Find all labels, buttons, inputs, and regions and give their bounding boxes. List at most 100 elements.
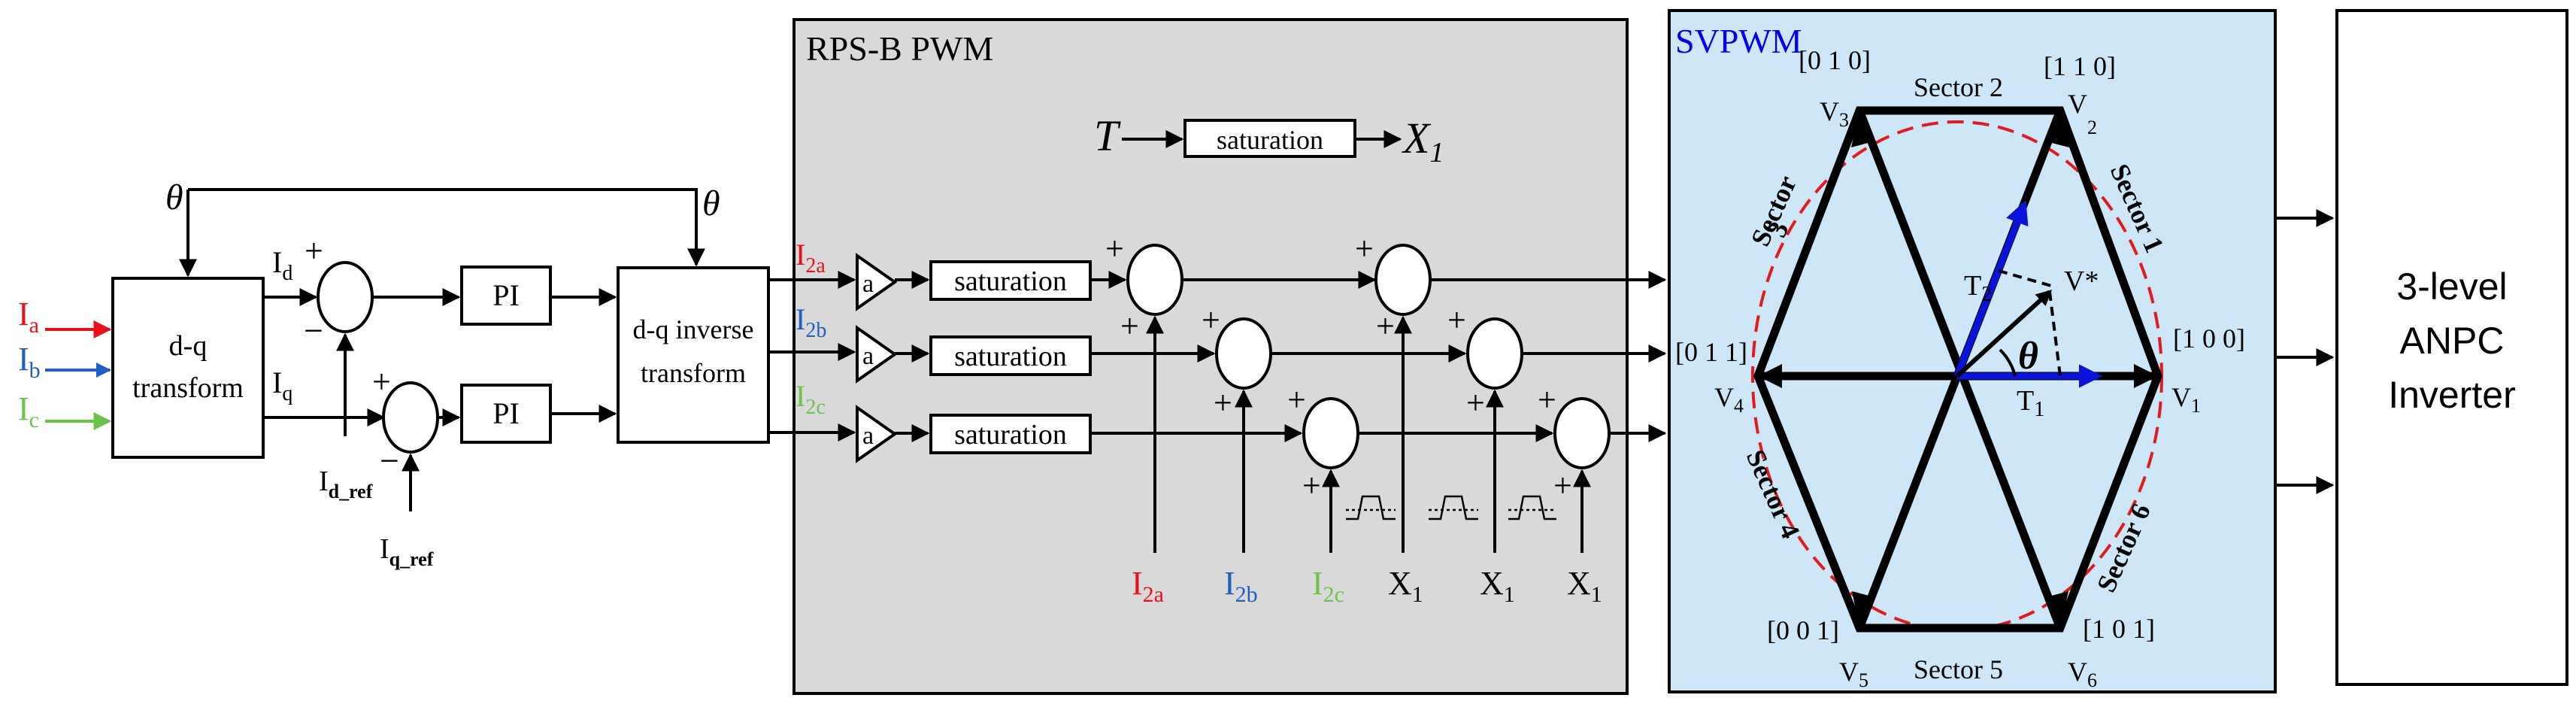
vstar-dash-1 [1998,269,2057,289]
input-ia: Ia [18,296,112,338]
sum-id [317,261,374,333]
svpwm-title: SVPWM [1675,22,1802,60]
vertex-110: [1 1 0] [2044,51,2116,81]
arrowhead-v5 [1852,591,1874,628]
rps-t-label: T [1094,111,1121,160]
sum-b2-plus-top: + [1447,302,1466,338]
theta-arc [1999,348,2017,377]
svg-text:a: a [862,422,874,450]
sum-b2-plus-bot: + [1466,384,1485,421]
arrowhead-v2 [2046,111,2069,147]
saturation-label-1: saturation [954,266,1067,297]
sum-c1-plus-bot: + [1302,467,1321,504]
id-ref-label: Id_ref [319,466,373,502]
theta-line [188,188,705,267]
v3-label: V3 [1820,96,1849,131]
v6-label: V6 [2068,657,2097,691]
svpwm-theta: θ [2018,335,2038,378]
pi-d-label: PI [492,278,520,312]
vertex-010: [0 1 0] [1799,45,1871,75]
sum-iq-minus: − [380,442,399,480]
theta-label-left: θ [165,178,183,217]
input-ib: Ib [18,341,111,383]
sum-iq-plus: + [372,363,391,400]
theta-label-right: θ [702,184,720,223]
sum-a2 [1374,244,1432,316]
i2b-label: I2b [796,302,826,342]
t2-label: T2 [1964,270,1992,306]
dq-transform-block [111,277,265,459]
inverter-label-2: ANPC [2400,320,2505,362]
t1-label: T1 [2017,385,2044,421]
x1-bottom-b: X1 [1480,565,1515,607]
v5-label: V5 [1839,657,1868,691]
saturation-label-3: saturation [954,419,1067,451]
sum-b1 [1215,317,1272,390]
svg-text:Ib: Ib [18,341,41,383]
sum-b2 [1466,317,1523,390]
t2-vector [1953,200,2029,378]
sum-c1-plus-top: + [1287,381,1306,418]
arrowhead-v3 [1851,111,1874,147]
arrowhead-v1 [2134,364,2158,388]
sum-a1 [1126,244,1183,316]
dq-inverse-block [617,266,770,444]
sector-2-label: Sector 2 [1914,72,2003,102]
saturation-label-2: saturation [954,341,1067,372]
vertex-011: [0 1 1] [1675,337,1747,367]
saturation-block-1 [929,260,1092,301]
pi-q-label: PI [492,396,520,430]
gain-a-2: a [856,325,898,384]
i2a-label: I2a [796,238,826,278]
dq-inverse-label-2: transform [641,358,746,388]
id-label: Id [272,245,292,285]
inverter-label-3: Inverter [2388,374,2516,416]
sum-b1-plus-bot: + [1214,384,1232,421]
sum-id-minus: − [304,311,323,350]
x1-bottom-c: X1 [1567,565,1602,607]
gain-a-3: a [856,405,898,463]
v1-label: V1 [2171,382,2201,417]
inverter-block [2335,9,2568,686]
dq-inverse-label-1: d-q inverse [633,314,754,344]
sum-c2 [1553,397,1611,469]
i2c-bottom-label: I2c [1312,565,1344,607]
vertex-101: [1 0 1] [2083,614,2155,644]
sector-5-label: Sector 5 [1914,654,2003,684]
input-ic: Ic [18,390,112,432]
rps-x1-label: X1 [1402,114,1444,168]
sum-a2-plus-top: + [1355,230,1374,267]
i2a-bottom-label: I2a [1132,565,1164,607]
svg-text:Ic: Ic [18,390,39,432]
sum-a2-plus-bot: + [1376,308,1395,344]
sum-c2-plus-top: + [1538,381,1556,418]
sum-b1-plus-top: + [1202,302,1220,338]
saturation-block-2 [929,335,1092,376]
arrowhead-v6 [2046,591,2068,628]
svg-text:Ia: Ia [18,296,39,338]
svg-text:a: a [862,342,874,370]
iq-label: Iq [272,366,292,405]
svg-text:a: a [862,270,874,298]
vstar-vector [1955,290,2053,378]
gain-a-1: a [856,253,898,311]
sum-a1-plus-top: + [1105,230,1124,267]
vertex-001: [0 0 1] [1767,615,1839,645]
dq-transform-label-2: transform [132,372,244,404]
sum-c2-plus-bot: + [1553,467,1572,504]
pi-block-q [460,384,552,444]
inverter-label-1: 3-level [2396,266,2507,308]
vertex-100: [1 0 0] [2173,323,2245,354]
sum-a1-plus-bot: + [1120,308,1139,344]
vstar-label: V* [2064,266,2099,297]
sum-c1 [1302,397,1359,469]
rps-title: RPS-B PWM [806,29,993,68]
v4-label: V4 [1714,382,1744,417]
rps-top-saturation-label: saturation [1217,125,1323,155]
i2c-label: I2c [796,379,826,419]
iq-ref-label: Iq_ref [380,533,434,570]
i2b-bottom-label: I2b [1224,565,1258,607]
sum-id-plus: + [305,232,323,269]
v2-label: V2 [2068,89,2097,138]
